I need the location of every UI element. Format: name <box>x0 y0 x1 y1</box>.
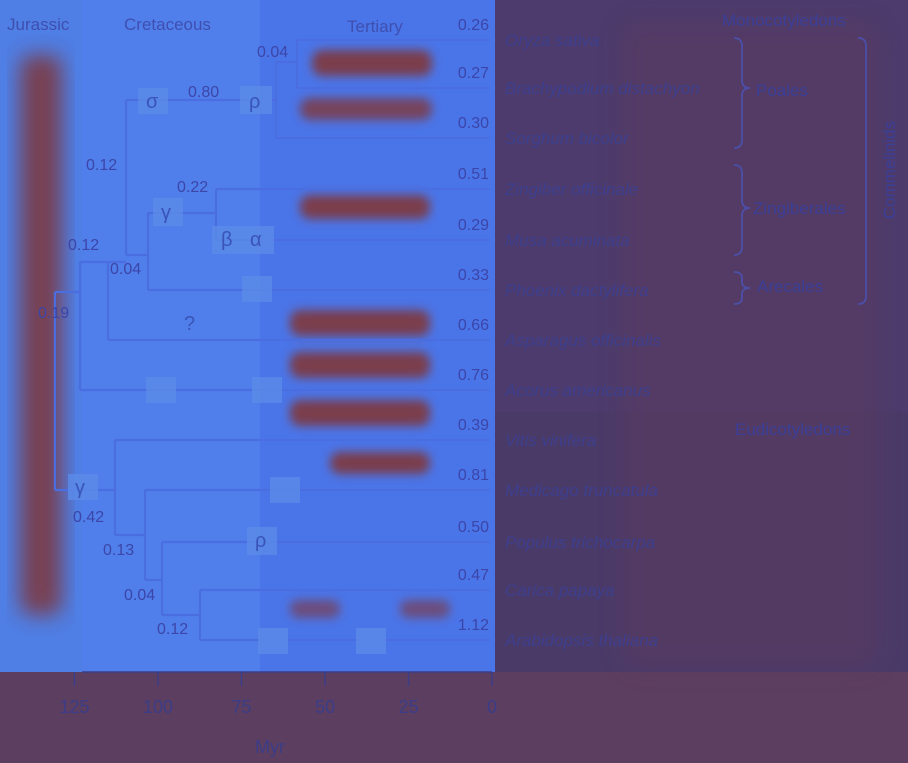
species-value: 0.51 <box>458 166 489 183</box>
axis-tick-label: 25 <box>398 697 418 717</box>
era-jurassic: Jurassic <box>7 15 70 34</box>
node-value-oryza-brachy: 0.04 <box>257 44 288 61</box>
axis-unit-label: Myr <box>255 737 285 757</box>
event-gamma-eudicot-label: γ <box>75 477 85 499</box>
species-name: Vitis vinifera <box>505 431 596 450</box>
event-box-sigma <box>138 88 168 114</box>
event-rho-populus-label: ρ <box>255 530 266 552</box>
node-value-monocot: 0.19 <box>38 305 69 322</box>
axis-tick-label: 0 <box>487 697 497 717</box>
species-value: 0.76 <box>458 367 489 384</box>
clade-brackets <box>733 37 867 305</box>
node-value-poales: 0.80 <box>188 84 219 101</box>
group-poales: Poales <box>756 81 808 100</box>
species-name: Zingiber officinale <box>504 180 638 199</box>
axis-tick-label: 50 <box>315 697 335 717</box>
species-name: Phoenix dactylifera <box>505 281 649 300</box>
event-sigma-label: σ <box>146 91 159 113</box>
species-value: 1.12 <box>458 617 489 634</box>
wgd-event-boxes <box>68 86 386 654</box>
event-unknown-label: ? <box>184 313 195 335</box>
axis-tick-label: 75 <box>231 697 251 717</box>
species-name: Acorus americanus <box>504 381 651 400</box>
era-cretaceous: Cretaceous <box>124 15 211 34</box>
event-box-gamma <box>153 198 183 226</box>
event-box-medicago <box>270 477 300 503</box>
species-value: 0.27 <box>458 65 489 82</box>
event-box-arabidopsis-2 <box>356 628 386 654</box>
event-box-gamma-eudicot <box>68 474 98 500</box>
event-box-arabidopsis-1 <box>258 628 288 654</box>
group-eudicotyledons: Eudicotyledons <box>735 420 850 439</box>
species-value: 0.50 <box>458 519 489 536</box>
time-axis: 125 100 75 50 25 0 <box>59 671 497 717</box>
node-value-poales-zing: 0.12 <box>86 157 117 174</box>
axis-tick-label: 125 <box>59 697 89 717</box>
node-value-phoenix: 0.04 <box>110 261 141 278</box>
event-gamma-label: γ <box>161 202 171 224</box>
species-name: Asparagus officinalis <box>504 331 661 350</box>
group-arecales: Arecales <box>757 277 823 296</box>
wgd-event-symbols: σ ρ γ β α ? γ ρ <box>75 91 266 552</box>
species-value: 0.26 <box>458 17 489 34</box>
species-value: 0.81 <box>458 467 489 484</box>
species-value: 0.33 <box>458 267 489 284</box>
group-zingiberales: Zingiberales <box>753 199 846 218</box>
node-value-asparagus: 0.12 <box>68 237 99 254</box>
event-box-beta-alpha <box>212 226 274 254</box>
species-name: Populus trichocarpa <box>505 533 655 552</box>
species-value: 0.30 <box>458 115 489 132</box>
event-box-phoenix <box>242 276 272 302</box>
group-monocotyledons: Monocotyledons <box>722 11 846 30</box>
event-rho-label: ρ <box>249 91 260 113</box>
species-value: 0.66 <box>458 317 489 334</box>
node-value-zing-musa: 0.22 <box>177 179 208 196</box>
node-value-eudicot: 0.42 <box>73 509 104 526</box>
node-value-populus-clade: 0.04 <box>124 587 155 604</box>
species-name: Medicago truncatula <box>505 481 658 500</box>
node-value-carica-arab: 0.12 <box>157 621 188 638</box>
species-name: Oryza sativa <box>505 31 599 50</box>
species-name: Carica papaya <box>505 581 615 600</box>
node-value-medicago-clade: 0.13 <box>103 542 134 559</box>
species-value: 0.29 <box>458 217 489 234</box>
event-box-acorus-2 <box>252 377 282 403</box>
species-value: 0.47 <box>458 567 489 584</box>
group-commelinids: Commelinids <box>880 121 899 219</box>
event-box-rho-populus <box>247 527 277 555</box>
event-beta-label: β <box>221 229 233 251</box>
axis-tick-label: 100 <box>143 697 173 717</box>
species-name: Brachypodium distachyon <box>505 79 700 98</box>
event-alpha-label: α <box>250 229 262 251</box>
era-tertiary: Tertiary <box>347 17 403 36</box>
event-box-rho <box>240 86 272 114</box>
heat-bands <box>290 50 450 618</box>
species-name: Arabidopsis thaliana <box>504 631 658 650</box>
species-name: Sorghum bicolor <box>505 129 630 148</box>
species-name: Musa acuminata <box>505 231 630 250</box>
species-value: 0.39 <box>458 417 489 434</box>
event-box-acorus-1 <box>146 377 176 403</box>
node-values: 0.04 0.80 0.22 0.12 0.04 0.12 0.19 0.42 … <box>38 44 288 638</box>
